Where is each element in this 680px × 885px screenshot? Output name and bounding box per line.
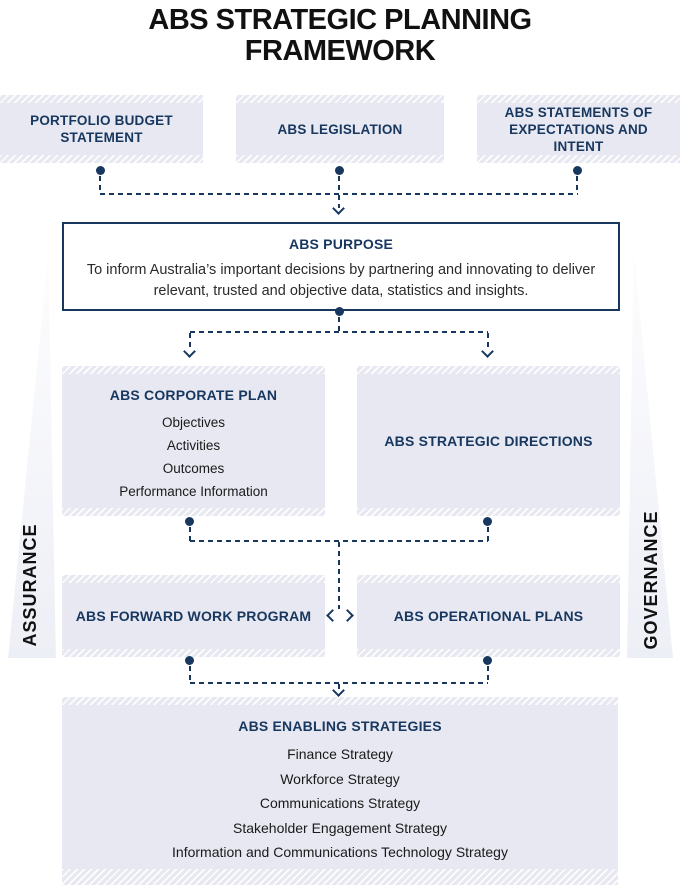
list-item: Communications Strategy bbox=[259, 795, 421, 811]
list-item: Workforce Strategy bbox=[280, 770, 400, 787]
dashed-line bbox=[338, 176, 340, 194]
arrow-left-icon bbox=[326, 609, 339, 622]
flow-dot bbox=[96, 166, 105, 175]
abs-enabling-strategies-title: ABS ENABLING STRATEGIES bbox=[238, 718, 442, 734]
dashed-line bbox=[99, 176, 101, 194]
arrow-down-icon bbox=[332, 202, 345, 215]
list-item: Objectives bbox=[161, 415, 226, 430]
dashed-line bbox=[189, 333, 191, 348]
governance-label: GOVERNANCE bbox=[641, 510, 661, 650]
dashed-line bbox=[338, 542, 340, 609]
box-abs-statements: ABS STATEMENTS OF EXPECTATIONS AND INTEN… bbox=[477, 95, 680, 163]
flow-dot bbox=[483, 656, 492, 665]
diagram-title: ABS STRATEGIC PLANNING FRAMEWORK bbox=[148, 4, 532, 67]
dashed-line bbox=[100, 193, 578, 195]
abs-corporate-plan-title: ABS CORPORATE PLAN bbox=[109, 387, 278, 403]
flow-dot bbox=[185, 656, 194, 665]
box-abs-enabling-strategies: ABS ENABLING STRATEGIES Finance Strategy… bbox=[62, 697, 618, 885]
abs-legislation-label: ABS LEGISLATION bbox=[277, 121, 403, 137]
dashed-line bbox=[487, 527, 489, 541]
abs-purpose-title: ABS PURPOSE bbox=[288, 236, 394, 252]
abs-forward-work-program-label: ABS FORWARD WORK PROGRAM bbox=[75, 607, 312, 624]
list-item: Performance Information bbox=[119, 484, 268, 499]
corporate-plan-items: Objectives Activities Outcomes Performan… bbox=[62, 411, 325, 503]
dashed-line bbox=[338, 317, 340, 333]
flow-dot bbox=[335, 166, 344, 175]
abs-statements-label: ABS STATEMENTS OF EXPECTATIONS AND INTEN… bbox=[504, 104, 653, 154]
box-abs-corporate-plan: ABS CORPORATE PLAN Objectives Activities… bbox=[62, 366, 325, 516]
abs-operational-plans-label: ABS OPERATIONAL PLANS bbox=[393, 607, 584, 624]
dashed-line bbox=[576, 176, 578, 194]
arrow-down-icon bbox=[332, 684, 345, 697]
portfolio-budget-statement-label: PORTFOLIO BUDGET STATEMENT bbox=[30, 113, 173, 145]
dashed-line bbox=[487, 333, 489, 348]
dashed-line bbox=[487, 666, 489, 683]
arrow-down-icon bbox=[481, 345, 494, 358]
assurance-label: ASSURANCE bbox=[20, 523, 40, 647]
dashed-line bbox=[338, 684, 340, 690]
list-item: Stakeholder Engagement Strategy bbox=[232, 819, 448, 836]
box-abs-legislation: ABS LEGISLATION bbox=[236, 95, 444, 163]
list-item: Finance Strategy bbox=[287, 746, 393, 762]
dashed-line bbox=[189, 527, 191, 541]
list-item: Information and Communications Technolog… bbox=[172, 844, 508, 860]
box-abs-operational-plans: ABS OPERATIONAL PLANS bbox=[357, 575, 620, 657]
flow-dot bbox=[483, 517, 492, 526]
list-item: Outcomes bbox=[162, 461, 225, 476]
dashed-line bbox=[190, 331, 488, 333]
arrow-right-icon bbox=[341, 609, 354, 622]
box-portfolio-budget-statement: PORTFOLIO BUDGET STATEMENT bbox=[0, 95, 203, 163]
dashed-line bbox=[190, 682, 488, 684]
flow-dot bbox=[335, 307, 344, 316]
flow-dot bbox=[185, 517, 194, 526]
abs-purpose-statement: To inform Australia’s important decision… bbox=[86, 262, 596, 299]
dashed-line bbox=[190, 540, 488, 542]
abs-strategic-directions-label: ABS STRATEGIC DIRECTIONS bbox=[384, 432, 593, 449]
dashed-line bbox=[338, 195, 340, 208]
dashed-line bbox=[189, 666, 191, 683]
arrow-down-icon bbox=[183, 345, 196, 358]
box-abs-forward-work-program: ABS FORWARD WORK PROGRAM bbox=[62, 575, 325, 657]
flow-dot bbox=[573, 166, 582, 175]
box-abs-purpose: ABS PURPOSE To inform Australia’s import… bbox=[62, 222, 620, 311]
enabling-strategies-items: Finance Strategy Workforce Strategy Comm… bbox=[62, 742, 618, 865]
list-item: Activities bbox=[166, 438, 221, 453]
box-abs-strategic-directions: ABS STRATEGIC DIRECTIONS bbox=[357, 366, 620, 516]
